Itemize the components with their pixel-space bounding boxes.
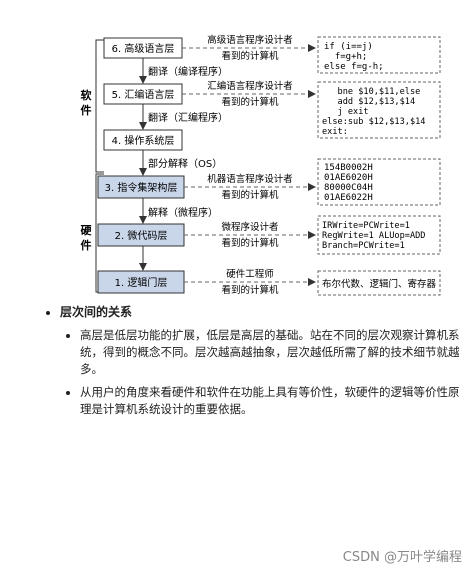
watermark: CSDN @万叶学编程 xyxy=(342,550,462,565)
viewer-label-5b: 看到的计算机 xyxy=(221,96,279,108)
level-label-2: 2. 微代码层 xyxy=(115,229,168,242)
level-label-6: 6. 高级语言层 xyxy=(112,42,175,55)
code-3-line-2: 01AE6020H xyxy=(324,173,373,183)
software-group-label-1: 软 xyxy=(81,88,93,102)
level-label-3: 3. 指令集架构层 xyxy=(105,181,178,194)
code-6-line-2: f=g+h; xyxy=(324,52,367,62)
level-label-4: 4. 操作系统层 xyxy=(112,134,175,147)
hardware-group-label-1: 硬 xyxy=(81,224,93,237)
code-5-line-3: j exit xyxy=(322,107,369,117)
code-2-line-1: IRWrite=PCWrite=1 xyxy=(322,221,410,231)
viewer-label-5a: 汇编语言程序设计者 xyxy=(207,80,293,92)
transition-label-4: 解释（微程序） xyxy=(148,206,218,219)
code-3-line-1: 154B0002H xyxy=(324,163,373,173)
code-1-line-1: 布尔代数、逻辑门、寄存器 xyxy=(322,278,437,290)
relationship-section: 层次间的关系 高层是低层功能的扩展，低层是高层的基础。站在不同的层次观察计算机系… xyxy=(44,304,464,424)
viewer-label-3b: 看到的计算机 xyxy=(221,189,279,201)
code-2-line-2: RegWrite=1 ALUop=ADD xyxy=(322,231,425,241)
transition-label-2: 翻译（汇编程序） xyxy=(148,111,228,124)
code-2-line-3: Branch=PCWrite=1 xyxy=(322,241,405,251)
bullet-item-1: 高层是低层功能的扩展，低层是高层的基础。站在不同的层次观察计算机系统，得到的概念… xyxy=(66,327,464,378)
code-5-line-5: exit: xyxy=(322,127,348,137)
hierarchy-diagram: 软 件 硬 件 6. 高级语言层 5. 汇编语言层 4. 操作系统层 3. 指令… xyxy=(81,34,441,296)
code-5-line-2: add $12,$13,$14 xyxy=(322,97,415,107)
viewer-label-6b: 看到的计算机 xyxy=(221,50,279,62)
bullet-item-2: 从用户的角度来看硬件和软件在功能上具有等价性，软硬件的逻辑等价性原理是计算机系统… xyxy=(66,384,464,418)
hardware-group-label-2: 件 xyxy=(81,238,92,252)
viewer-label-1b: 看到的计算机 xyxy=(221,284,279,296)
viewer-label-2a: 微程序设计者 xyxy=(221,221,278,233)
code-3-line-4: 01AE6022H xyxy=(324,193,373,203)
section-heading: 层次间的关系 xyxy=(44,304,464,321)
code-6-line-3: else f=g-h; xyxy=(324,62,384,72)
code-5-line-1: bne $10,$11,else xyxy=(322,87,420,97)
code-3-line-3: 80000C04H xyxy=(324,183,373,193)
code-box-1 xyxy=(317,270,441,296)
viewer-label-2b: 看到的计算机 xyxy=(221,237,279,249)
code-5-line-4: else:sub $12,$13,$14 xyxy=(322,117,425,127)
viewer-label-6a: 高级语言程序设计者 xyxy=(207,34,293,46)
code-box-2 xyxy=(317,215,441,255)
viewer-label-3a: 机器语言程序设计者 xyxy=(207,173,293,185)
viewer-label-1a: 硬件工程师 xyxy=(226,268,274,280)
code-6-line-1: if (i==j) xyxy=(324,42,373,52)
transition-label-3: 部分解释（OS） xyxy=(148,157,222,170)
level-label-5: 5. 汇编语言层 xyxy=(112,88,175,101)
code-box-3 xyxy=(317,158,441,206)
code-box-5 xyxy=(317,81,441,139)
level-label-1: 1. 逻辑门层 xyxy=(115,276,168,289)
transition-label-1: 翻译（编译程序） xyxy=(148,65,228,78)
code-box-6 xyxy=(317,36,441,74)
software-group-label-2: 件 xyxy=(81,103,92,117)
software-bracket xyxy=(95,39,104,173)
bullet-list: 高层是低层功能的扩展，低层是高层的基础。站在不同的层次观察计算机系统，得到的概念… xyxy=(44,327,464,418)
